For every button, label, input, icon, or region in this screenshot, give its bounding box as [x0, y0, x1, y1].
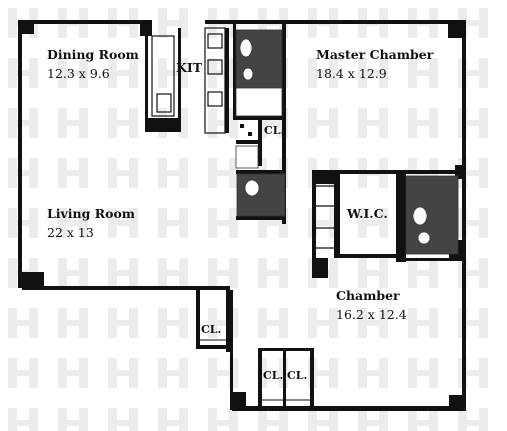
watermark-tile [308, 408, 338, 431]
room-name-master: Master Chamber [316, 47, 434, 62]
watermark-tile [108, 208, 138, 238]
watermark-tile [408, 108, 438, 138]
watermark-tile [308, 58, 338, 88]
watermark-tile [8, 308, 38, 338]
watermark-tile [58, 158, 88, 188]
watermark-tile [158, 258, 188, 288]
watermark-tile [408, 58, 438, 88]
watermark-tile [258, 308, 288, 338]
walls [18, 20, 466, 411]
watermark-tile [58, 358, 88, 388]
watermark-tile [208, 358, 238, 388]
second-bath-tiles [235, 145, 286, 217]
room-name-chamber: Chamber [336, 288, 400, 303]
watermark-tile [8, 108, 38, 138]
watermark-tile [258, 408, 288, 431]
watermark-tile [358, 408, 388, 431]
watermark-tile [358, 358, 388, 388]
watermark-tile [8, 408, 38, 431]
kitchen-counters [151, 27, 226, 134]
closet-label-hall-1: CL. [263, 369, 284, 382]
closet-label-hall-2: CL. [287, 369, 308, 382]
watermark-tile [108, 58, 138, 88]
watermark-tile [108, 308, 138, 338]
watermark-tile [208, 258, 238, 288]
watermark-tile [308, 308, 338, 338]
watermark-tile [8, 358, 38, 388]
watermark-tile [58, 408, 88, 431]
watermark-tile [158, 408, 188, 431]
watermark-tile [258, 258, 288, 288]
watermark-tile [208, 408, 238, 431]
closet-shelves [200, 339, 310, 401]
room-name-kitchen: KIT [176, 60, 203, 75]
watermark-tile [158, 58, 188, 88]
watermark-tile [58, 208, 88, 238]
watermark-tile [358, 108, 388, 138]
watermark-tile [58, 58, 88, 88]
watermark-tile [408, 308, 438, 338]
watermark-tile [158, 8, 188, 38]
room-name-dining: Dining Room [47, 47, 139, 62]
watermark-tile [158, 308, 188, 338]
watermark-tile [58, 108, 88, 138]
closet-hatch [240, 124, 252, 136]
watermark-tile [108, 108, 138, 138]
watermark-tile [208, 308, 238, 338]
watermark-tile [8, 158, 38, 188]
watermark-tile [358, 308, 388, 338]
watermark-tile [8, 208, 38, 238]
watermark-tile [408, 358, 438, 388]
watermark-tile [358, 258, 388, 288]
watermark-tile [408, 258, 438, 288]
watermark-tile [158, 358, 188, 388]
master-bath-tiles [235, 29, 283, 117]
watermark-tile [158, 158, 188, 188]
room-dim-dining: 12.3 x 9.6 [47, 66, 110, 81]
closet-label-living: CL. [201, 323, 222, 336]
closet-label-master: CL. [264, 124, 285, 137]
watermark-tile [108, 158, 138, 188]
watermark-tile [458, 408, 488, 431]
room-dim-chamber: 16.2 x 12.4 [336, 307, 407, 322]
watermark-tile [208, 158, 238, 188]
watermark-tile [208, 208, 238, 238]
watermark-tile [58, 308, 88, 338]
third-bath-tiles [405, 175, 459, 255]
watermark-tile [358, 208, 388, 238]
watermark-tile [108, 358, 138, 388]
watermark-tile [208, 108, 238, 138]
watermark-tile [158, 208, 188, 238]
watermark-tile [308, 108, 338, 138]
watermark-tile [108, 408, 138, 431]
room-dim-master: 18.4 x 12.9 [316, 66, 387, 81]
watermark-tile [8, 58, 38, 88]
room-dim-living: 22 x 13 [47, 225, 94, 240]
room-name-living: Living Room [47, 206, 136, 221]
watermark-tile [408, 408, 438, 431]
watermark-tile [58, 258, 88, 288]
wic-shelving [316, 185, 334, 249]
watermark-tile [358, 58, 388, 88]
watermark-tile [108, 258, 138, 288]
room-name-wic: W.I.C. [347, 206, 388, 221]
